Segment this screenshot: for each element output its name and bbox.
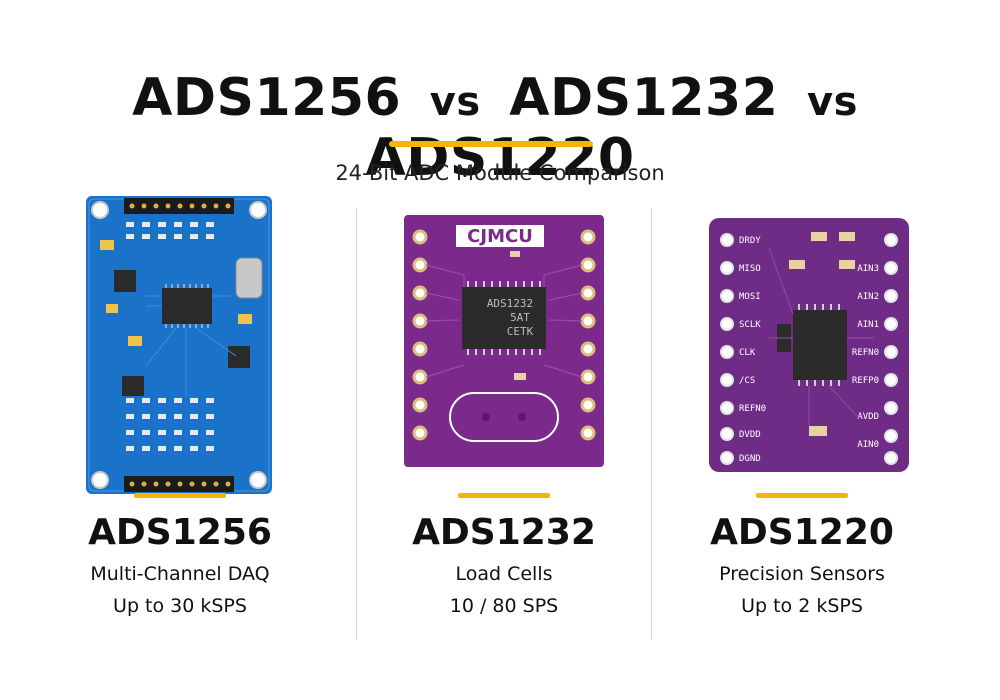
module-card-ads1220: DRDY MISO MOSI SCLK CLK /CS REFN0 DVDD D… — [652, 0, 952, 700]
pin-label: DVDD — [739, 430, 761, 440]
pin-label: /CS — [739, 376, 755, 386]
module-sample-rate: Up to 30 kSPS — [113, 595, 247, 617]
ads1256-accent-bar — [134, 493, 226, 498]
module-card-ads1256: ADS1256 Multi-Channel DAQ Up to 30 kSPS — [30, 0, 330, 700]
title-model-2: ADS1232 — [509, 68, 779, 128]
ads1232-board-image: CJMCU ADS1232 5AT CETK — [404, 215, 604, 467]
pin-label: SCLK — [739, 320, 761, 330]
pin-label: REFN0 — [852, 348, 879, 358]
ads1232-brand-label: CJMCU — [467, 226, 533, 247]
page-title: ADS1256 vs ADS1232 vs ADS1220 — [0, 68, 1000, 188]
pin-label: DRDY — [739, 236, 761, 246]
page-subtitle: 24-Bit ADC Module Comparison — [335, 161, 665, 185]
title-vs-1: vs — [429, 79, 481, 125]
pin-label: REFN0 — [739, 404, 766, 414]
module-card-ads1232: CJMCU ADS1232 5AT CETK ADS1232 Load Cell… — [354, 0, 654, 700]
pin-label: AVDD — [857, 412, 879, 422]
module-model-name: ADS1232 — [412, 512, 596, 553]
chip-marking-line-3: CETK — [507, 325, 534, 338]
ads1256-board-image — [86, 196, 272, 494]
module-application: Load Cells — [455, 563, 553, 585]
pin-label: DGND — [739, 454, 761, 464]
pin-label: CLK — [739, 348, 756, 358]
chip-marking-line-2: 5AT — [510, 311, 530, 324]
title-vs-2: vs — [807, 79, 858, 125]
chip-marking-line-1: ADS1232 — [487, 297, 533, 310]
title-model-1: ADS1256 — [132, 68, 402, 128]
pin-label: AIN2 — [857, 292, 879, 302]
module-model-name: ADS1220 — [710, 512, 894, 553]
pin-label: AIN1 — [857, 320, 879, 330]
title-model-3: ADS1220 — [365, 128, 635, 188]
pin-label: AIN0 — [857, 440, 879, 450]
module-model-name: ADS1256 — [88, 512, 272, 553]
pin-label: AIN3 — [857, 264, 879, 274]
pin-label: MOSI — [739, 292, 761, 302]
ads1232-accent-bar — [458, 493, 550, 498]
pin-label: MISO — [739, 264, 761, 274]
pin-label: REFP0 — [852, 376, 879, 386]
module-sample-rate: Up to 2 kSPS — [741, 595, 863, 617]
ads1220-accent-bar — [756, 493, 848, 498]
module-sample-rate: 10 / 80 SPS — [449, 595, 559, 617]
ads1220-board-image: DRDY MISO MOSI SCLK CLK /CS REFN0 DVDD D… — [709, 218, 909, 472]
module-application: Multi-Channel DAQ — [90, 563, 270, 585]
module-application: Precision Sensors — [719, 563, 885, 585]
title-accent-bar — [389, 141, 593, 147]
column-divider — [356, 208, 357, 640]
column-divider — [651, 208, 652, 640]
